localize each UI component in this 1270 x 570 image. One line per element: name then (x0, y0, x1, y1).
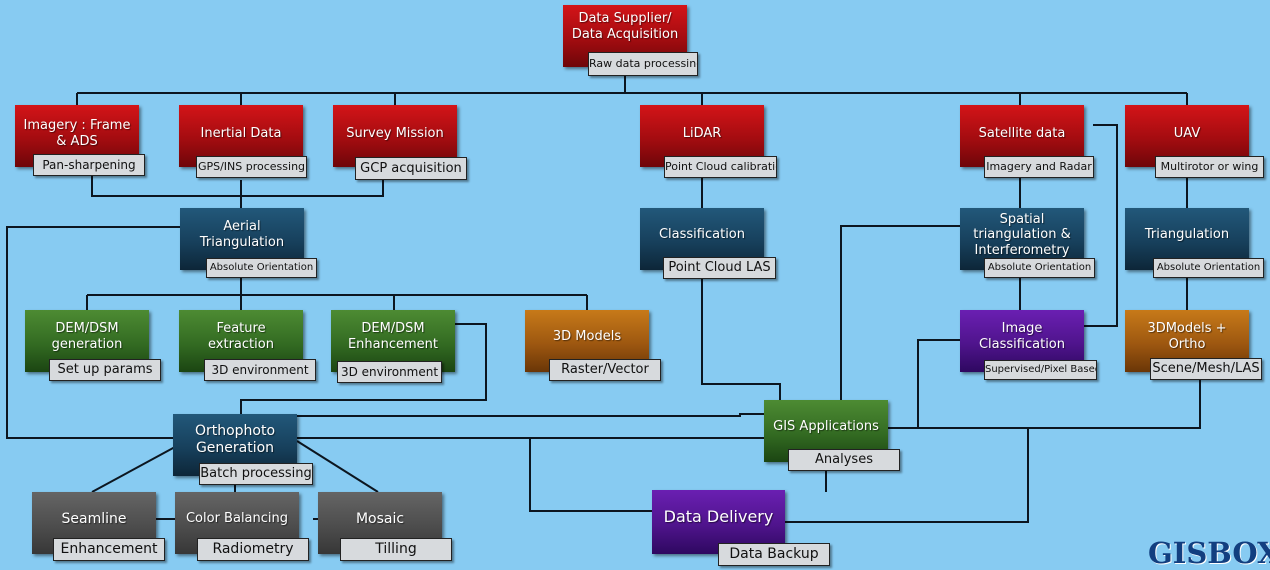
color-balancing-sub: Radiometry (197, 538, 309, 561)
imagery-title: Imagery : Frame & ADS (23, 118, 131, 149)
uav-triangulation-sub: Absolute Orientation (1153, 258, 1264, 278)
satellite-sub: Imagery and Radar (984, 156, 1094, 178)
satellite-title: Satellite data (978, 126, 1066, 142)
spatial-triangulation-sub: Absolute Orientation (984, 258, 1095, 278)
connector (785, 428, 1029, 523)
connector (885, 339, 960, 429)
connector (885, 378, 1201, 429)
data-delivery-sub: Data Backup (718, 543, 830, 566)
classification-sub: Point Cloud LAS (663, 257, 776, 279)
connector (1083, 124, 1118, 327)
connector (76, 75, 1188, 105)
data-delivery-title: Data Delivery (663, 507, 774, 527)
connector (91, 176, 384, 208)
dem-enhancement-title: DEM/DSM Enhancement (347, 321, 439, 352)
3d-models-ortho-title: 3DModels + Ortho (1147, 321, 1227, 352)
spatial-triangulation-title: Spatial triangulation & Interferometry (973, 211, 1071, 258)
connector (529, 438, 652, 512)
lidar-title: LiDAR (682, 126, 722, 142)
orthophoto-generation-sub: Batch processing (199, 463, 313, 485)
gisbox-logo: GISBOX (1148, 536, 1270, 570)
connector (6, 226, 180, 439)
seamline-sub: Enhancement (53, 538, 165, 561)
inertial-title: Inertial Data (200, 126, 282, 142)
image-classification-sub: Supervised/Pixel Based (984, 360, 1097, 380)
uav-sub: Multirotor or wing (1155, 156, 1264, 178)
mosaic-sub: Tilling (340, 538, 452, 561)
3d-models-title: 3D Models (552, 329, 622, 345)
mosaic-title: Mosaic (355, 510, 405, 527)
gis-applications-title: GIS Applications (773, 419, 879, 435)
survey-box[interactable]: Survey Mission (333, 105, 457, 167)
uav-triangulation-title: Triangulation (1144, 227, 1230, 243)
image-classification-title: Image Classification (978, 321, 1066, 352)
dem-enhancement-sub: 3D environment (337, 361, 442, 383)
inertial-sub: GPS/INS processing (196, 156, 307, 178)
gis-applications-sub: Analyses (788, 449, 900, 471)
dem-generation-sub: Set up params (49, 359, 161, 381)
orthophoto-generation-title: Orthophoto Generation (194, 423, 276, 456)
color-balancing-title: Color Balancing (185, 511, 289, 527)
data-supplier-title: Data Supplier/ Data Acquisition (571, 11, 679, 42)
aerial-triangulation-sub: Absolute Orientation (206, 258, 317, 278)
classification-title: Classification (658, 227, 746, 243)
survey-sub: GCP acquisition (355, 157, 467, 180)
connector (86, 278, 588, 310)
aerial-triangulation-title: Aerial Triangulation (199, 219, 285, 250)
imagery-sub: Pan-sharpening (33, 154, 145, 176)
connector (701, 278, 781, 400)
connector (240, 323, 487, 414)
data-supplier-sub: Raw data processing (588, 52, 698, 76)
seamline-title: Seamline (61, 510, 127, 527)
dem-generation-title: DEM/DSM generation (51, 321, 123, 352)
feature-extraction-sub: 3D environment (204, 359, 316, 381)
3d-models-ortho-sub: Scene/Mesh/LAS (1150, 358, 1262, 380)
feature-extraction-title: Feature extraction (208, 321, 274, 352)
3d-models-sub: Raster/Vector (549, 359, 661, 381)
lidar-sub: Point Cloud calibration (664, 156, 777, 178)
uav-title: UAV (1173, 126, 1201, 142)
survey-title: Survey Mission (346, 126, 444, 142)
